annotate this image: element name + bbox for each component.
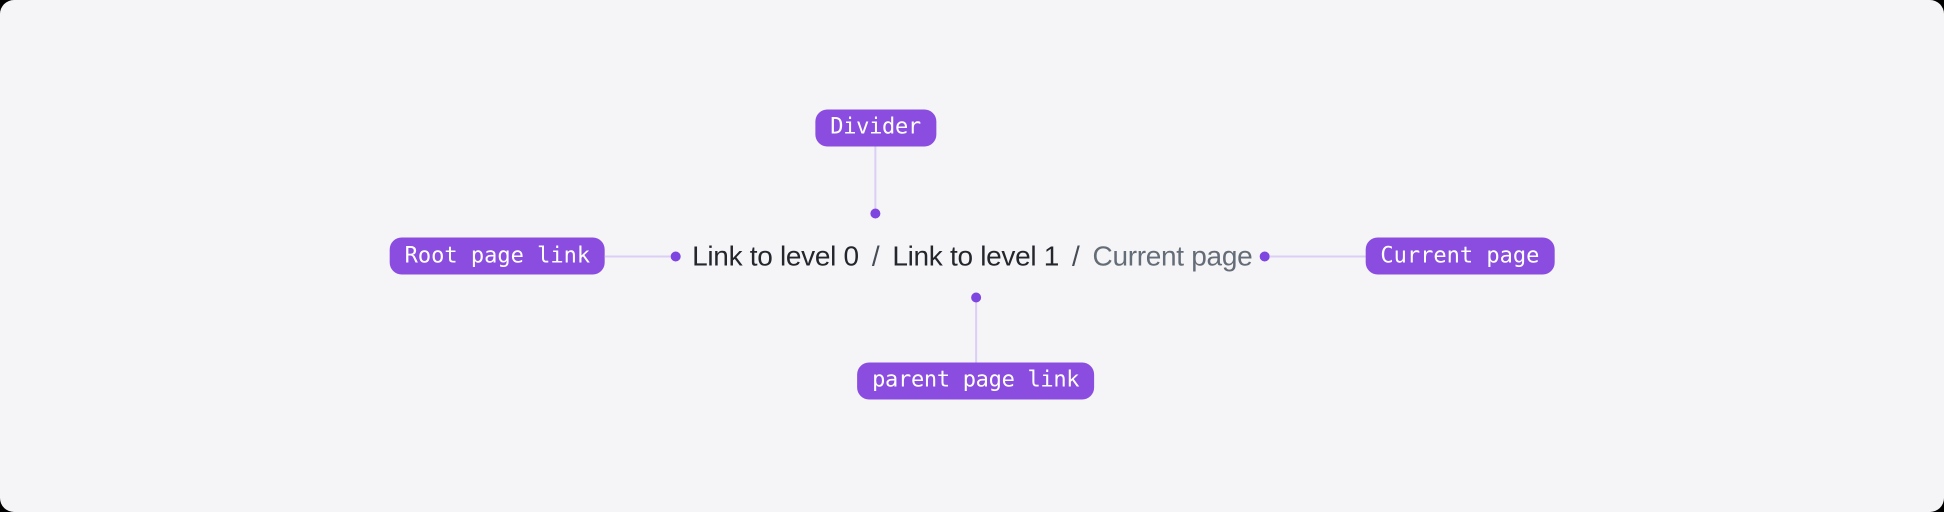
parent-page-link-annotation-pill: parent page link [857,362,1095,399]
parent-page-link-annotation-label: parent page link [872,367,1080,393]
connector-line-right [1269,255,1366,257]
divider-annotation-group: Divider [815,109,936,218]
current-page-annotation-label: Current page [1380,243,1540,268]
current-page-annotation-pill: Current page [1365,237,1555,275]
breadcrumb-divider-2: / [1072,240,1080,271]
connector-line-left [605,255,672,257]
connector-line-top [874,146,877,208]
breadcrumb-divider-glyph: / [871,240,880,271]
parent-page-link-annotation-group: parent page link [857,292,1095,399]
connector-dot-top [870,208,881,218]
breadcrumb-link-level-1-label: Link to level 1 [892,240,1060,271]
breadcrumb-divider-1: / Divider [815,109,936,272]
root-page-link-annotation-label: Root page link [404,243,591,268]
connector-dot-right [1259,251,1270,261]
divider-annotation-label: Divider [830,114,921,140]
connector-dot-left [671,251,682,261]
breadcrumb-link-level-0[interactable]: Link to level 0 [692,240,859,271]
breadcrumb-current-page: Current page [1092,240,1253,271]
divider-annotation-pill: Divider [815,109,936,146]
connector-line-bottom [974,302,977,362]
breadcrumb-link-level-1[interactable]: Link to level 1 parent page link [857,240,1095,399]
root-page-link-annotation-pill: Root page link [389,237,606,275]
annotation-row: Root page link Link to level 0 / Divider… [389,109,1555,399]
connector-dot-bottom [970,292,981,302]
breadcrumb: Link to level 0 / Divider Link to level … [692,109,1253,399]
